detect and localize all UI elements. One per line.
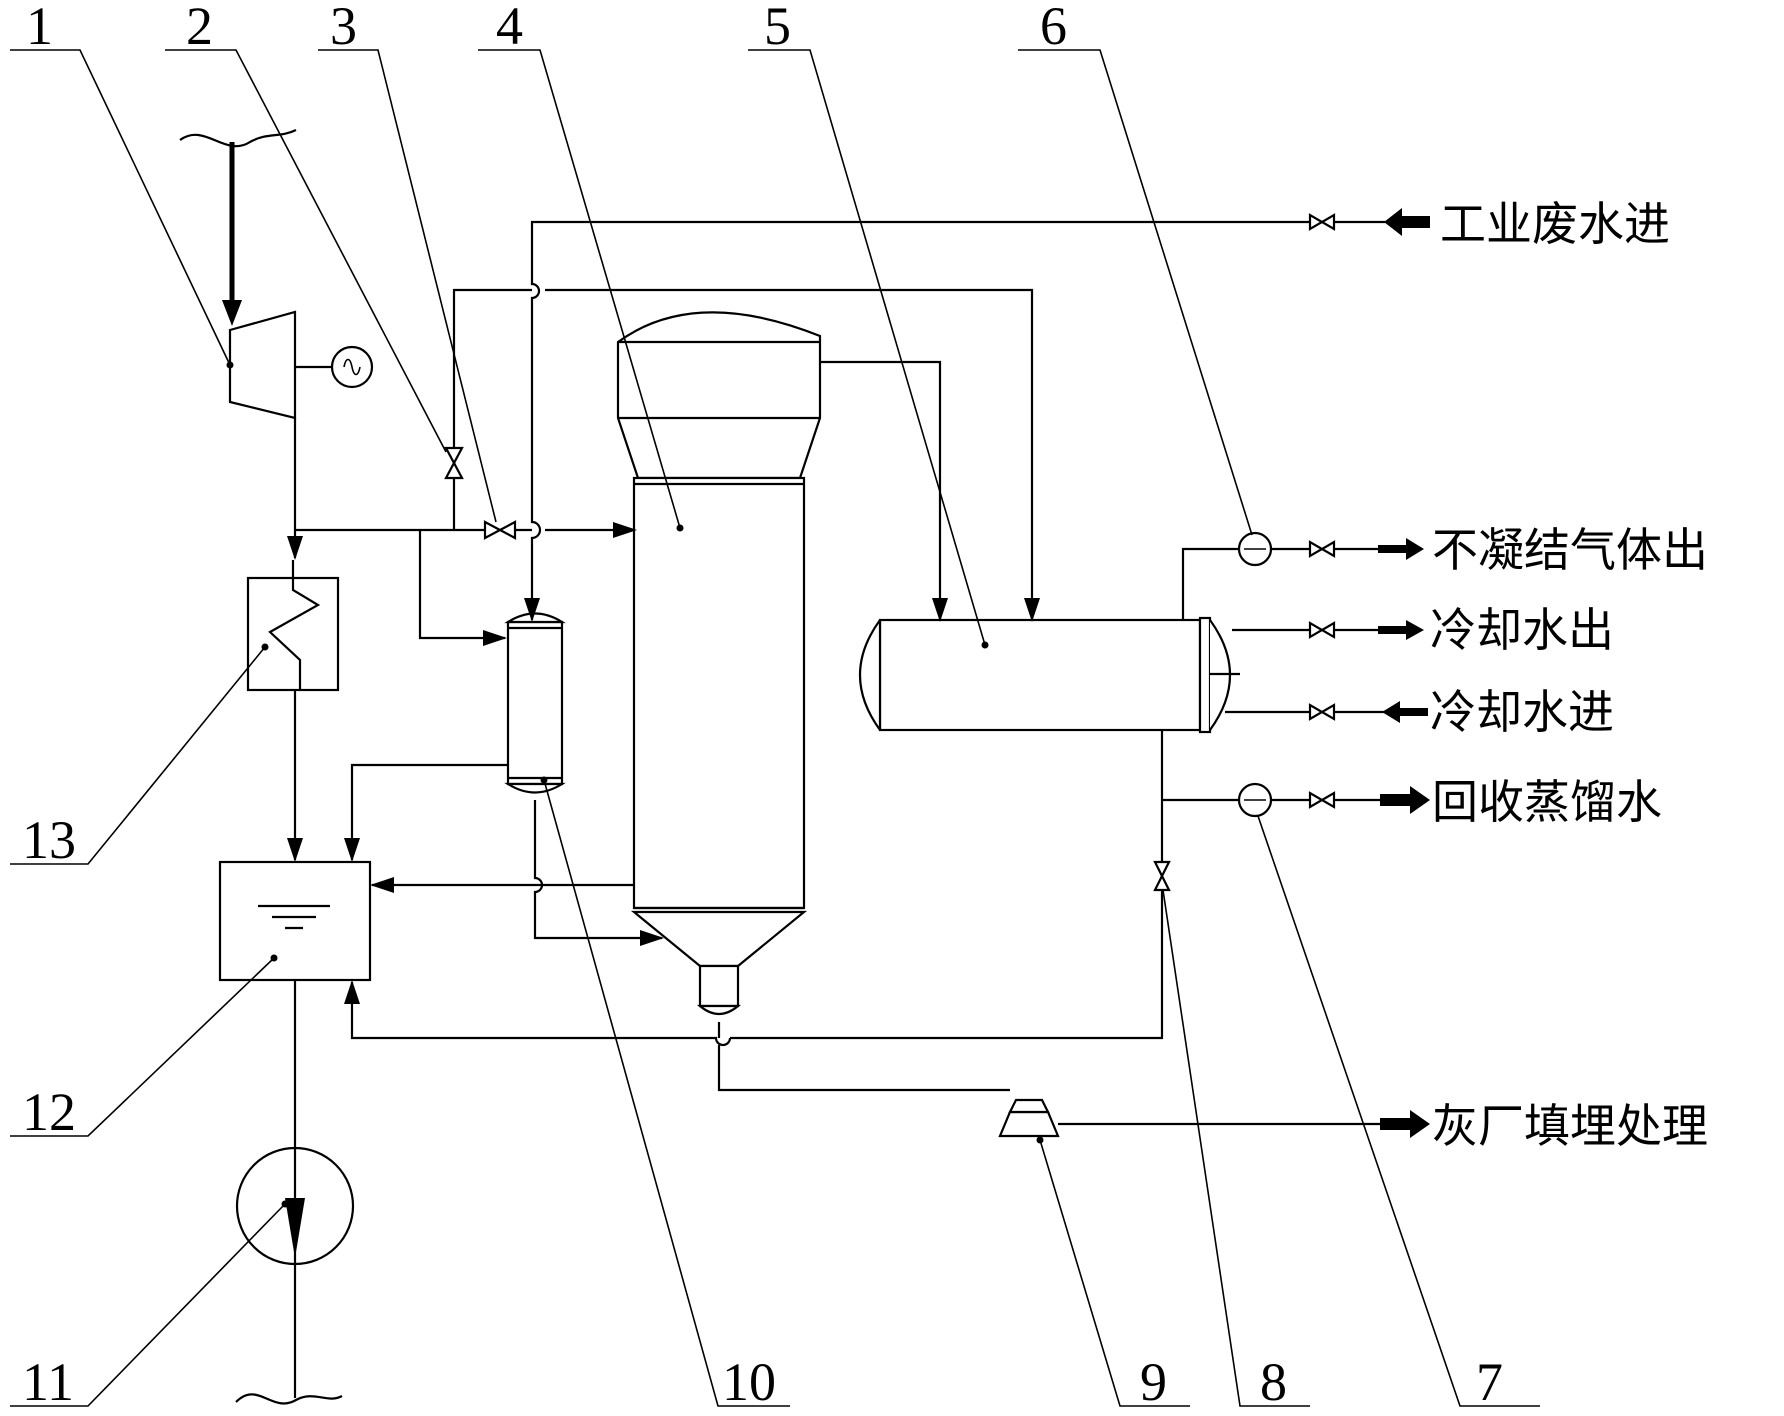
callout-12: 12 (22, 1082, 76, 1142)
leader-dots (226, 361, 1044, 1208)
label-cooling-water-in: 冷却水进 (1430, 685, 1614, 739)
distillate-valve-icon (1308, 791, 1336, 809)
piping (287, 220, 1410, 1126)
steam-turbine (179, 129, 297, 420)
callout-4: 4 (496, 0, 523, 56)
callout-10: 10 (722, 1352, 776, 1412)
label-ash-landfill: 灰厂填埋处理 (1432, 1099, 1708, 1153)
generator-icon (295, 345, 374, 389)
callout-13: 13 (22, 810, 76, 870)
label-noncondensable-out: 不凝结气体出 (1432, 523, 1708, 577)
callout-11: 11 (22, 1352, 74, 1412)
heat-exchanger (246, 560, 340, 692)
callout-1: 1 (26, 0, 53, 56)
callout-5: 5 (764, 0, 791, 56)
label-distilled-water: 回收蒸馏水 (1432, 775, 1662, 829)
valve-icons (444, 213, 1336, 892)
sludge-separator (998, 1098, 1060, 1138)
callout-3: 3 (330, 0, 357, 56)
distillate-pump (1237, 782, 1273, 818)
condenser (858, 616, 1240, 734)
label-cooling-water-out: 冷却水出 (1430, 603, 1614, 657)
gas-valve-icon (1308, 540, 1336, 558)
bypass-valve-icon (444, 446, 464, 480)
evaporator-column (616, 311, 822, 1016)
feed-pump (235, 980, 355, 1405)
flow-arrows (1378, 208, 1430, 1138)
cw-in-valve-icon (1308, 703, 1336, 721)
preheater-vessel (504, 612, 566, 794)
callout-7: 7 (1476, 1352, 1503, 1412)
steam-valve-icon (483, 520, 517, 540)
callout-6: 6 (1040, 0, 1067, 56)
label-wastewater-in: 工业废水进 (1440, 197, 1670, 251)
vacuum-pump (1237, 531, 1273, 567)
callout-8: 8 (1260, 1352, 1287, 1412)
return-valve-icon (1153, 860, 1171, 892)
water-tank (218, 860, 372, 982)
cw-out-valve-icon (1308, 621, 1336, 639)
callout-9: 9 (1140, 1352, 1167, 1412)
leader-lines (10, 49, 1540, 1407)
wastewater-valve-icon (1308, 213, 1336, 231)
callout-2: 2 (186, 0, 213, 56)
